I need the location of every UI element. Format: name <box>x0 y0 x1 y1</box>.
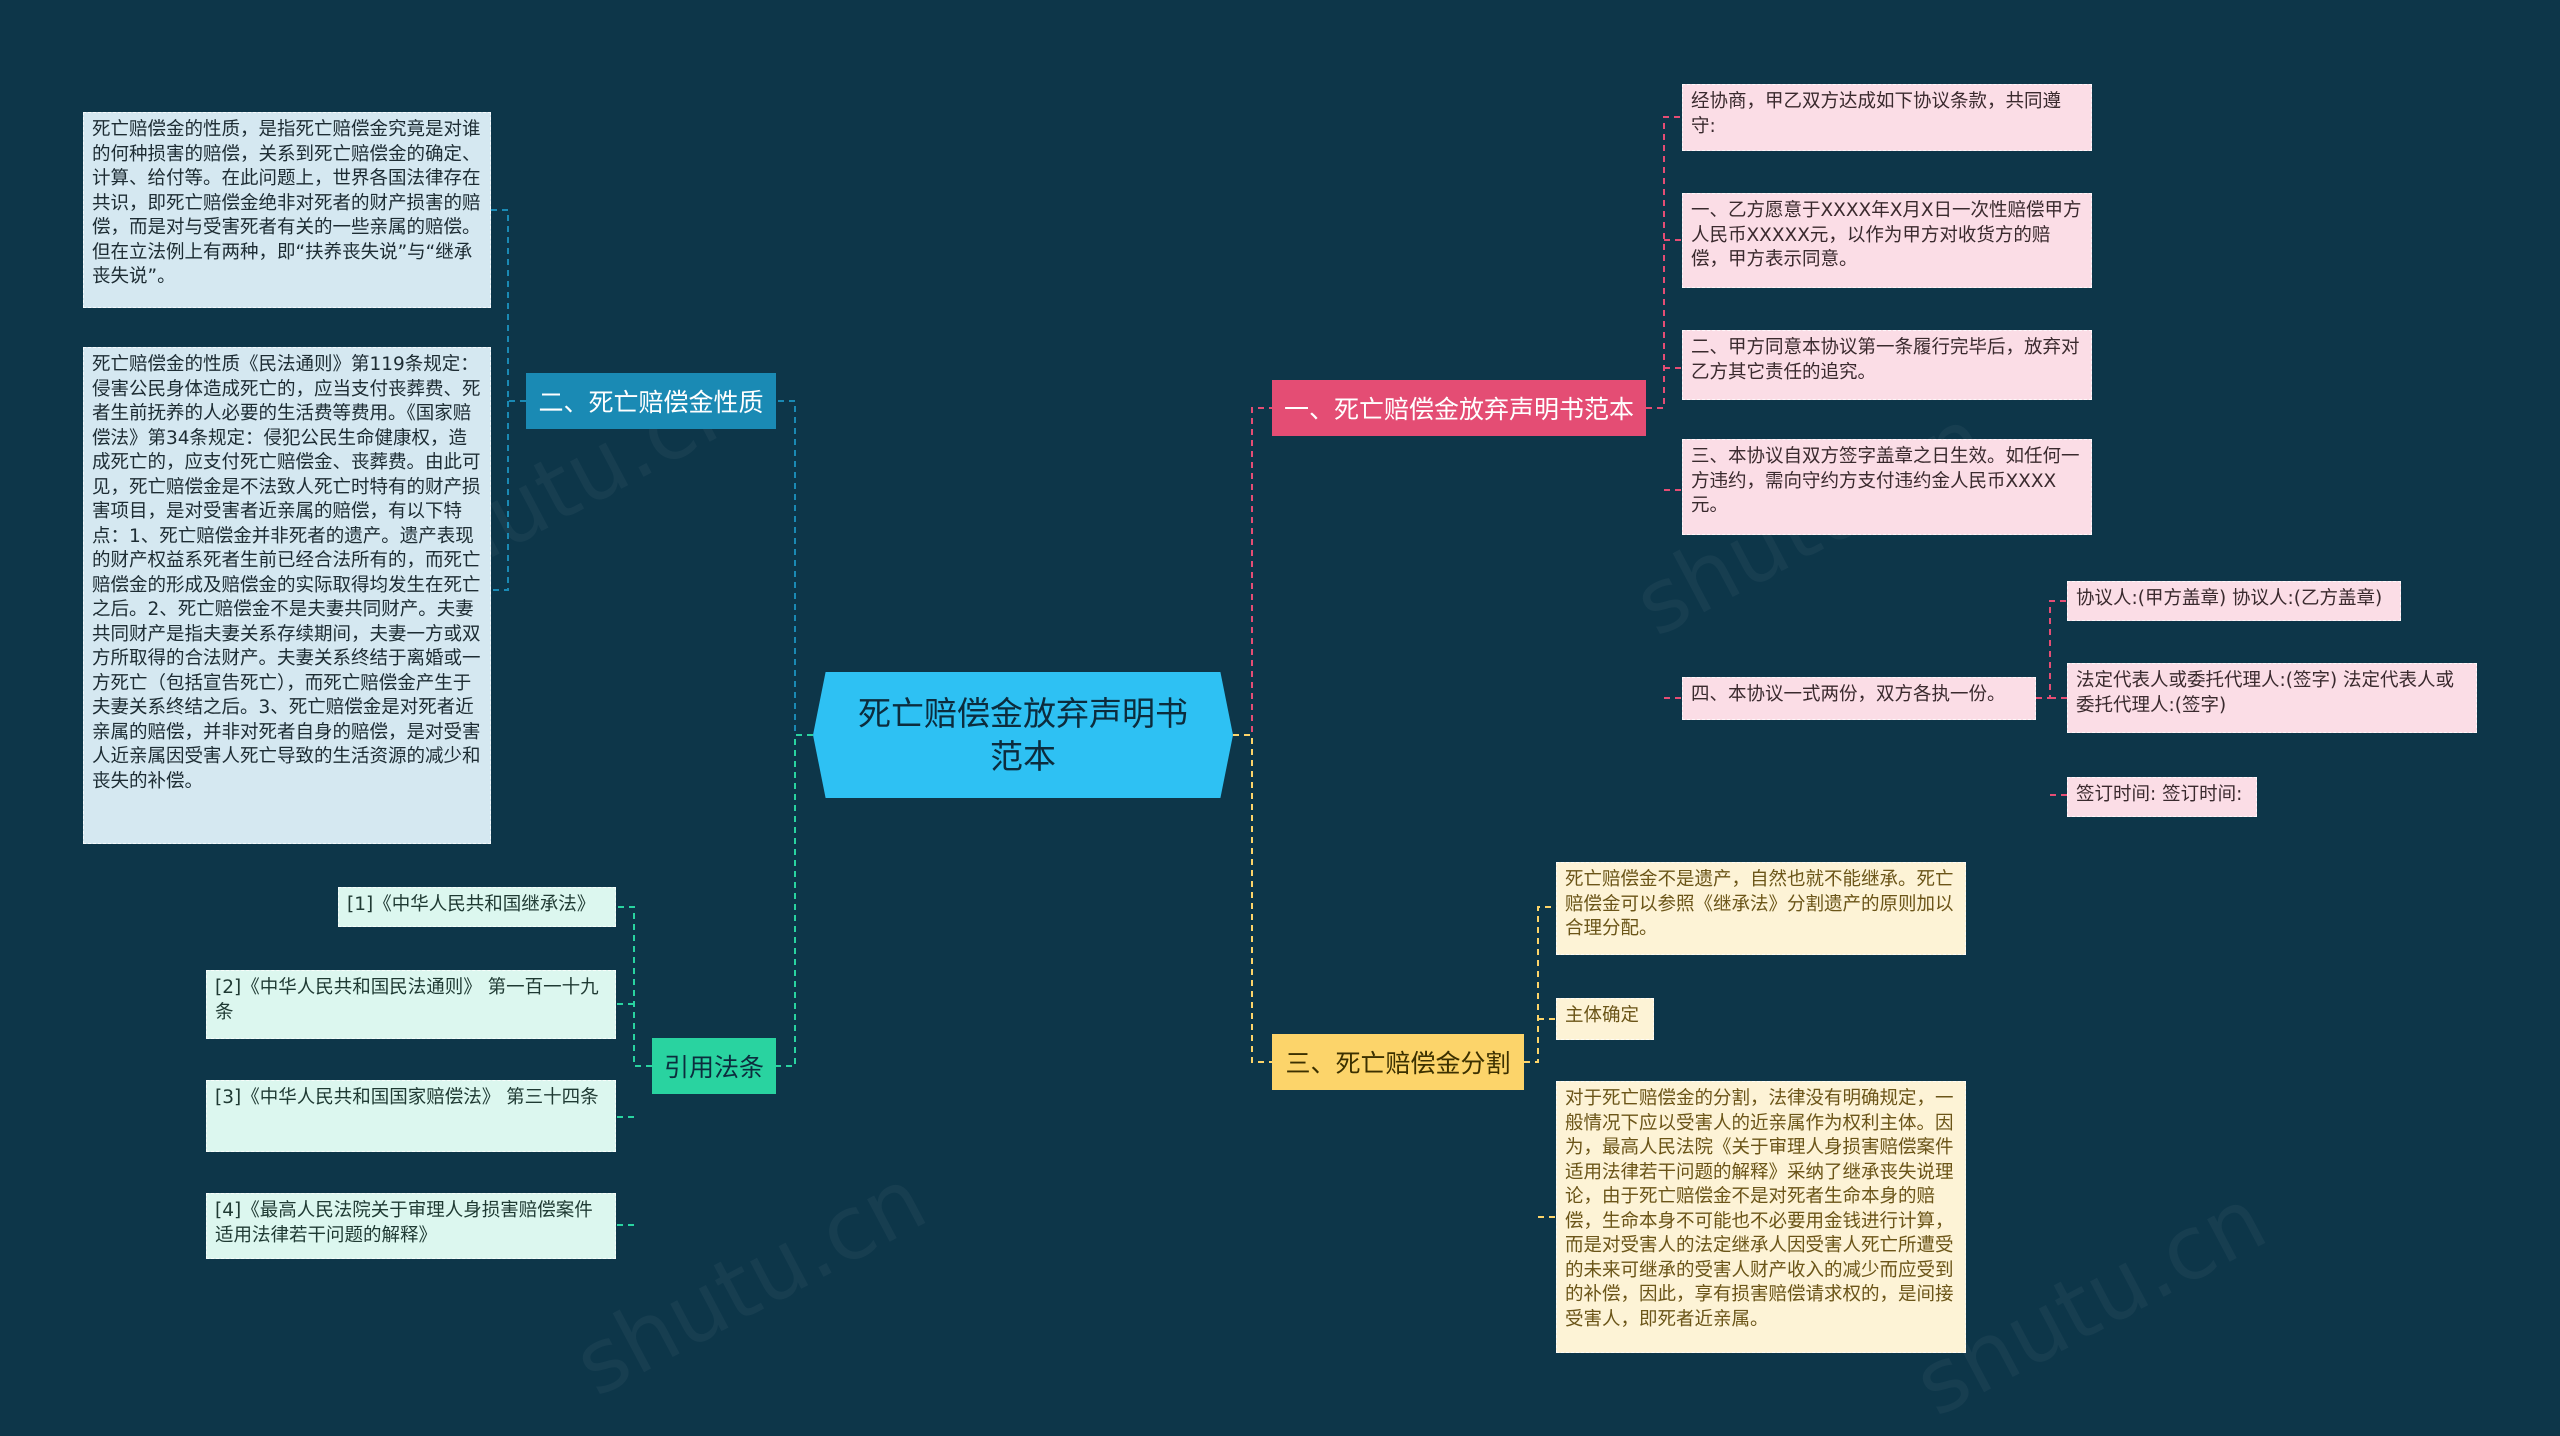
agreement-clause-1[interactable]: 一、乙方愿意于XXXX年X月X日一次性赔偿甲方人民币XXXXX元，以作为甲方对收… <box>1682 193 2092 288</box>
agreement-intro[interactable]: 经协商，甲乙双方达成如下协议条款，共同遵守: <box>1682 84 2092 151</box>
branch-cited-laws[interactable]: 引用法条 <box>652 1038 776 1094</box>
central-topic[interactable]: 死亡赔偿金放弃声明书范本 <box>813 672 1233 798</box>
signatories[interactable]: 协议人:(甲方盖章) 协议人:(乙方盖章) <box>2067 581 2401 621</box>
law-citation-1[interactable]: [1]《中华人民共和国继承法》 <box>338 887 616 927</box>
agreement-clause-2[interactable]: 二、甲方同意本协议第一条履行完毕后，放弃对乙方其它责任的追究。 <box>1682 330 2092 400</box>
branch-compensation-nature[interactable]: 二、死亡赔偿金性质 <box>526 373 776 429</box>
agreement-clause-3[interactable]: 三、本协议自双方签字盖章之日生效。如任何一方违约，需向守约方支付违约金人民币XX… <box>1682 439 2092 535</box>
agreement-clause-4[interactable]: 四、本协议一式两份，双方各执一份。 <box>1682 677 2036 720</box>
signing-date[interactable]: 签订时间: 签订时间: <box>2067 777 2257 817</box>
division-explanation[interactable]: 对于死亡赔偿金的分割，法律没有明确规定，一般情况下应以受害人的近亲属作为权利主体… <box>1556 1081 1966 1353</box>
nature-characteristics[interactable]: 死亡赔偿金的性质《民法通则》第119条规定：侵害公民身体造成死亡的，应当支付丧葬… <box>83 347 491 844</box>
legal-representatives[interactable]: 法定代表人或委托代理人:(签字) 法定代表人或委托代理人:(签字) <box>2067 663 2477 733</box>
division-principle[interactable]: 死亡赔偿金不是遗产，自然也就不能继承。死亡赔偿金可以参照《继承法》分割遗产的原则… <box>1556 862 1966 955</box>
branch-waiver-template[interactable]: 一、死亡赔偿金放弃声明书范本 <box>1272 380 1646 436</box>
nature-definition[interactable]: 死亡赔偿金的性质，是指死亡赔偿金究竟是对谁的何种损害的赔偿，关系到死亡赔偿金的确… <box>83 112 491 308</box>
law-citation-4[interactable]: [4]《最高人民法院关于审理人身损害赔偿案件适用法律若干问题的解释》 <box>206 1193 616 1259</box>
subject-determination[interactable]: 主体确定 <box>1556 998 1654 1040</box>
law-citation-2[interactable]: [2]《中华人民共和国民法通则》 第一百一十九条 <box>206 970 616 1039</box>
law-citation-3[interactable]: [3]《中华人民共和国国家赔偿法》 第三十四条 <box>206 1080 616 1152</box>
branch-compensation-division[interactable]: 三、死亡赔偿金分割 <box>1272 1034 1524 1090</box>
